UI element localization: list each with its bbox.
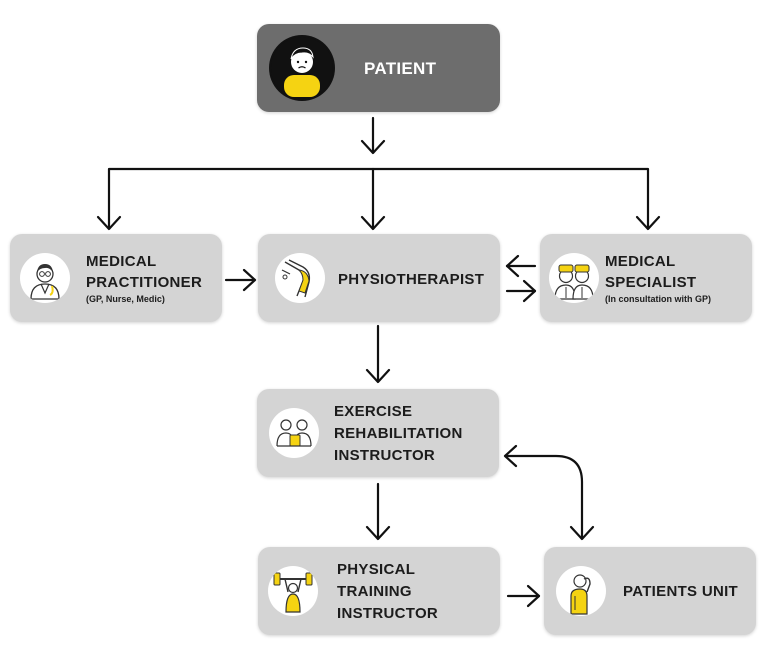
knee-icon — [275, 253, 325, 303]
medical-practitioner-title-line1: MEDICAL — [86, 253, 157, 270]
exercise-rehab-instructor-title: EXERCISE REHABILITATION INSTRUCTOR — [334, 401, 463, 467]
exercise-rehab-title-line1: EXERCISE — [334, 403, 413, 420]
physical-training-title-line2: TRAINING — [337, 583, 412, 600]
exercise-rehab-title-line3: INSTRUCTOR — [334, 447, 436, 464]
medical-specialist-title-line1: MEDICAL — [605, 253, 676, 270]
medical-specialist-title: MEDICAL SPECIALIST (In consultation with… — [605, 251, 711, 306]
medical-specialist-title-line2: SPECIALIST — [605, 274, 697, 291]
branch-line — [107, 167, 650, 230]
patient-title: PATIENT — [364, 59, 437, 78]
arrow-training-to-unit — [506, 584, 541, 608]
arrow-rehab-to-training — [365, 482, 391, 541]
physical-training-title-line3: INSTRUCTOR — [337, 605, 439, 622]
patient-icon — [269, 35, 335, 101]
arrow-specialist-to-physio — [505, 254, 537, 278]
doctor-icon — [20, 253, 70, 303]
arrow-to-specialist — [635, 215, 661, 231]
physiotherapist-title: PHYSIOTHERAPIST — [338, 271, 485, 288]
node-physical-training-instructor: PHYSICAL TRAINING INSTRUCTOR — [258, 547, 500, 635]
medical-specialist-subtitle: (In consultation with GP) — [605, 294, 711, 304]
rehab-session-icon — [269, 408, 319, 458]
node-medical-specialist: MEDICAL SPECIALIST (In consultation with… — [540, 234, 752, 322]
arrow-rehab-unit-bidirectional — [503, 444, 595, 541]
physical-training-title-line1: PHYSICAL — [337, 561, 416, 578]
node-patients-unit: PATIENTS UNIT — [544, 547, 756, 635]
arrow-physio-to-specialist — [505, 279, 537, 303]
node-exercise-rehab-instructor: EXERCISE REHABILITATION INSTRUCTOR — [257, 389, 499, 477]
arrow-practitioner-to-physio — [224, 268, 257, 292]
patients-unit-title: PATIENTS UNIT — [623, 583, 739, 600]
arrow-to-practitioner — [96, 215, 122, 231]
medical-practitioner-subtitle: (GP, Nurse, Medic) — [86, 294, 165, 304]
exercise-rehab-title-line2: REHABILITATION — [334, 425, 463, 442]
node-physiotherapist: PHYSIOTHERAPIST — [258, 234, 500, 322]
arrow-physio-to-rehab — [365, 324, 391, 384]
arrow-to-physio — [360, 167, 386, 231]
node-patient: PATIENT — [257, 24, 500, 112]
weightlifter-icon — [268, 566, 318, 616]
node-medical-practitioner: MEDICAL PRACTITIONER (GP, Nurse, Medic) — [10, 234, 222, 322]
patient-unit-icon — [556, 566, 606, 616]
medical-practitioner-title-line2: PRACTITIONER — [86, 274, 203, 291]
specialists-icon — [549, 253, 599, 303]
physical-training-instructor-title: PHYSICAL TRAINING INSTRUCTOR — [337, 559, 438, 625]
arrow-patient-down — [360, 116, 386, 155]
medical-practitioner-title: MEDICAL PRACTITIONER (GP, Nurse, Medic) — [86, 251, 202, 306]
